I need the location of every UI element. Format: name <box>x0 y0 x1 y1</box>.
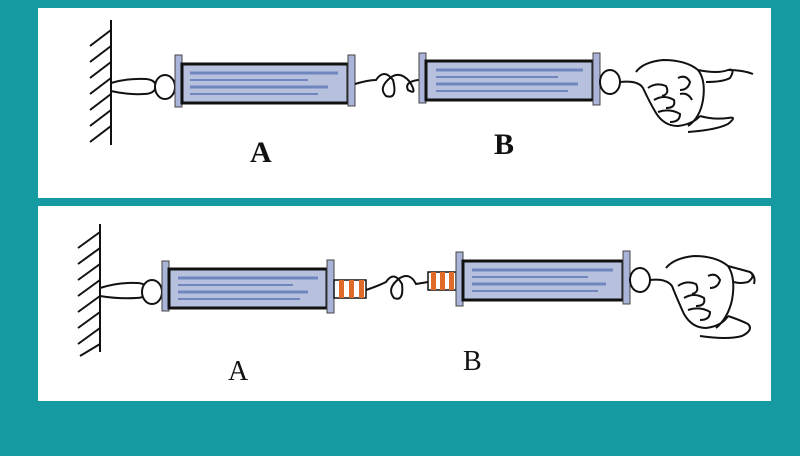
wall <box>77 224 101 357</box>
spring-scales-diagram-top <box>89 20 754 145</box>
string-loop <box>354 73 423 98</box>
label-b-bottom: B <box>463 346 482 377</box>
string-loop <box>365 275 429 300</box>
spring-scale-a <box>154 54 356 108</box>
wall-hook <box>99 281 150 300</box>
label-a-top: A <box>250 136 272 169</box>
wall-hook <box>110 77 158 96</box>
spring-scales-diagram-bottom <box>77 224 756 357</box>
spring-scale-b <box>427 250 651 307</box>
label-b-top: B <box>494 128 515 161</box>
hand <box>649 254 756 339</box>
wall <box>89 20 112 145</box>
spring-scale-a <box>141 259 367 314</box>
hand <box>619 58 754 133</box>
diagram-panel-bottom: A B <box>38 206 771 401</box>
label-a-bottom: A <box>228 356 249 387</box>
spring-scale-b <box>418 52 621 106</box>
diagram-panel-top: A B <box>38 8 771 198</box>
